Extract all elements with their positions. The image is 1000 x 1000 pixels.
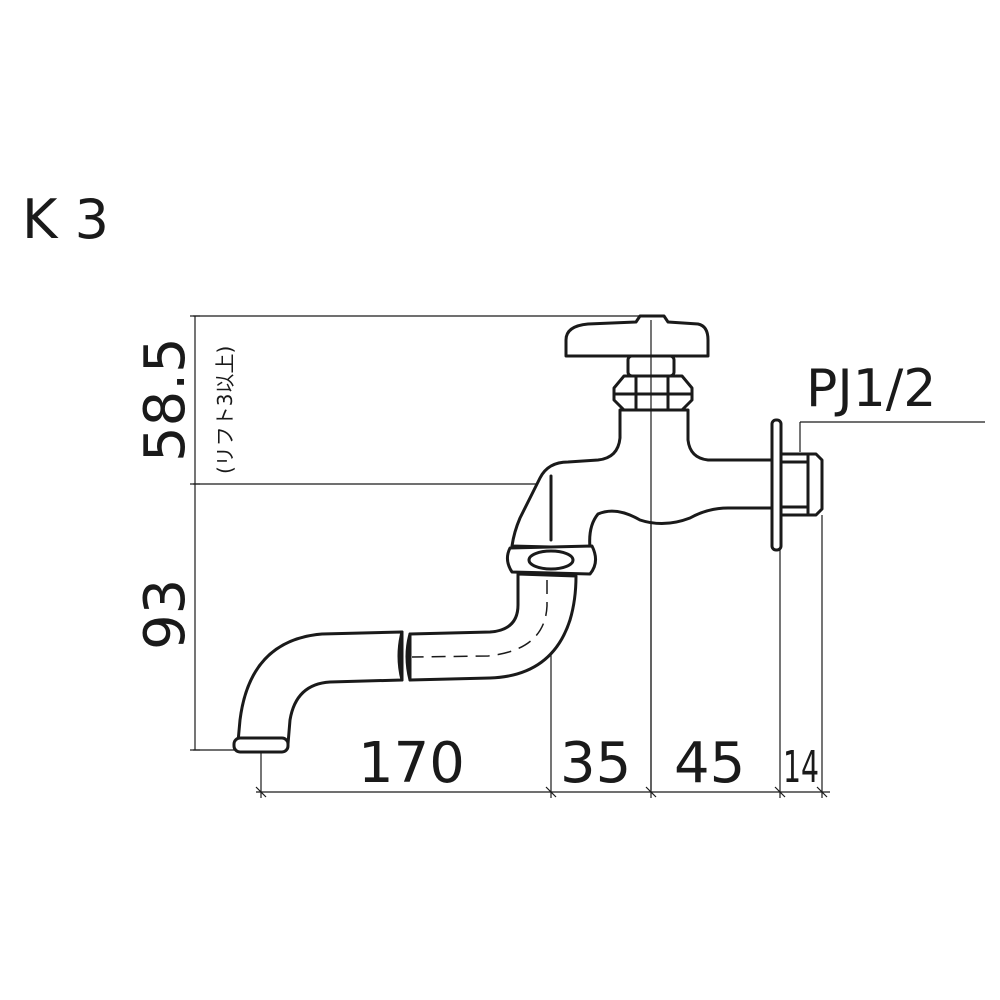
dimension-vertical-top: 58.5 xyxy=(133,337,198,462)
dimension-horizontal-2: 35 xyxy=(560,731,631,796)
dimension-vertical-top-note: (リフト3以上) xyxy=(213,346,237,474)
connection-label: PJ1/2 xyxy=(806,359,936,419)
faucet-drawing xyxy=(232,314,824,790)
dimension-horizontal-1: 170 xyxy=(358,731,465,796)
dimension-horizontal-3: 45 xyxy=(674,731,745,796)
dimension-vertical-bottom: 93 xyxy=(133,579,198,650)
dimension-horizontal-4: 14 xyxy=(783,742,819,793)
model-label: K 3 xyxy=(22,188,109,251)
